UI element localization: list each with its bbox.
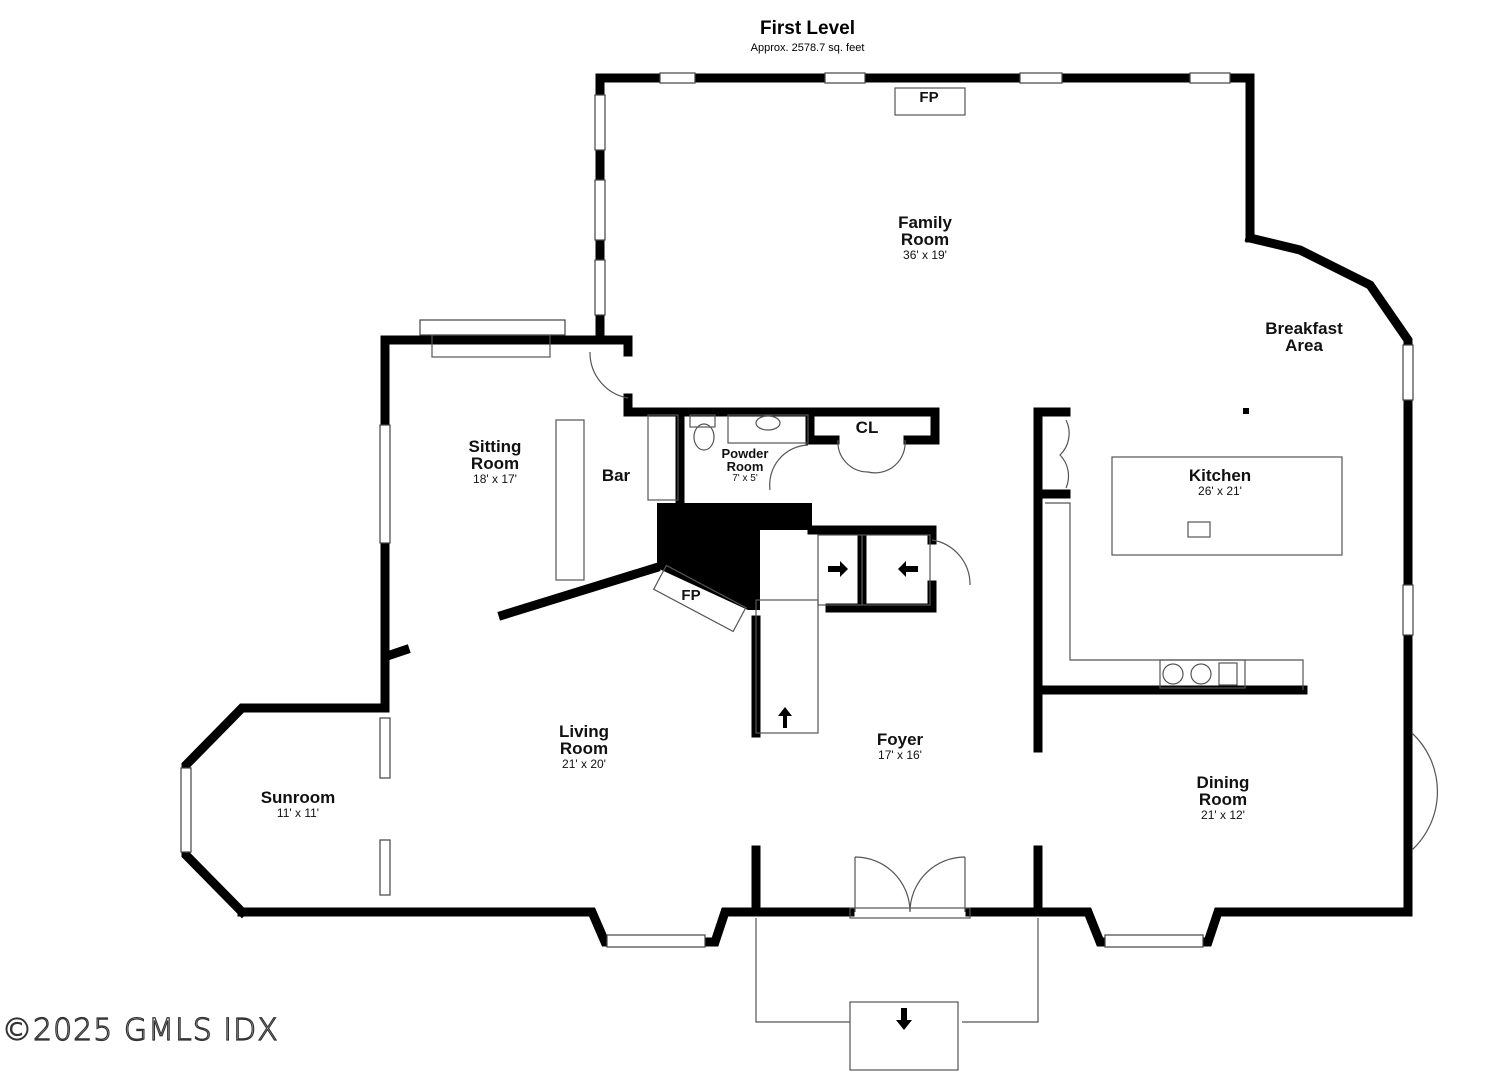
arrows xyxy=(778,408,1249,1030)
fireplace-label-family: FP xyxy=(919,89,939,106)
square-footage: Approx. 2578.7 sq. feet xyxy=(750,42,865,54)
windows xyxy=(180,72,1414,948)
level-title: First Level xyxy=(759,18,856,39)
room-label-bar: Bar xyxy=(601,466,631,485)
copyright-watermark: ©2025 GMLS IDX xyxy=(1,1012,279,1048)
walls xyxy=(181,73,1413,947)
chimney-mass xyxy=(657,503,812,610)
fireplace-label-living: FP xyxy=(681,587,701,604)
fixtures xyxy=(431,87,1439,1071)
room-label-closet: CL xyxy=(855,418,879,437)
plan-title: First Level Approx. 2578.7 sq. feet xyxy=(0,18,1485,54)
